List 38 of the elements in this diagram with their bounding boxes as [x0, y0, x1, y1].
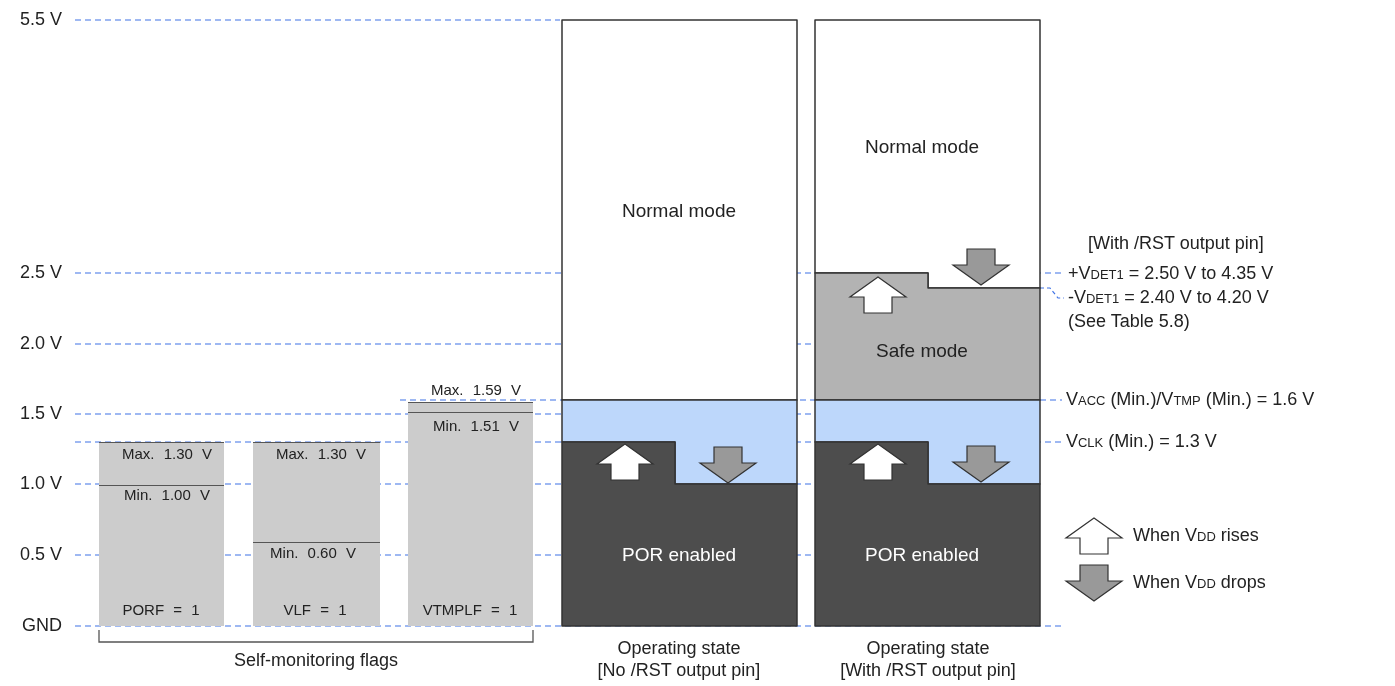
note-text: (See Table 5.8) — [1068, 311, 1190, 333]
axis-tick-label: 2.5 V — [19, 262, 62, 284]
block-arrow — [698, 446, 758, 484]
mode-label: POR enabled — [621, 544, 737, 566]
caption: Operating state [No /RST output pin] — [597, 638, 761, 682]
mode-label: Safe mode — [876, 340, 968, 362]
flag-bar — [99, 442, 224, 626]
voltage-threshold-label: Max. 1.59 V — [431, 381, 521, 399]
transition-band — [815, 400, 1040, 484]
axis-tick-label: 2.0 V — [19, 333, 62, 355]
axis-tick-label: 1.5 V — [19, 403, 62, 425]
normal-mode-region — [562, 20, 797, 400]
voltage-threshold-label: Min. 0.60 V — [270, 544, 356, 562]
flag-label: PORF = 1 — [122, 601, 200, 619]
voltage-threshold-label: Max. 1.30 V — [276, 445, 366, 463]
axis-tick-label: 5.5 V — [19, 9, 62, 31]
por-region — [562, 442, 797, 626]
voltage-threshold-label: Min. 1.00 V — [124, 486, 210, 504]
mode-label: Normal mode — [622, 200, 736, 222]
block-arrow — [848, 276, 908, 314]
voltage-threshold-label: Max. 1.30 V — [122, 445, 212, 463]
block-arrow — [848, 443, 908, 481]
block-arrow — [595, 443, 655, 481]
flag-label: VTMPLF = 1 — [422, 601, 518, 619]
caption: Self-monitoring flags — [233, 650, 399, 672]
voltage-threshold-label: Min. 1.51 V — [433, 417, 519, 435]
axis-tick-label: 0.5 V — [19, 544, 62, 566]
axis-tick-label: GND — [22, 615, 62, 637]
axis-tick-label: 1.0 V — [19, 473, 62, 495]
block-arrow — [951, 248, 1011, 286]
flag-bar — [253, 442, 380, 626]
mode-label: Normal mode — [865, 136, 979, 158]
block-arrow — [951, 445, 1011, 483]
caption: Operating state [With /RST output pin] — [840, 638, 1016, 682]
flag-label: VLF = 1 — [283, 601, 347, 619]
mode-label: POR enabled — [864, 544, 980, 566]
note-text: [With /RST output pin] — [1088, 233, 1264, 255]
normal-mode-region — [815, 20, 1040, 288]
